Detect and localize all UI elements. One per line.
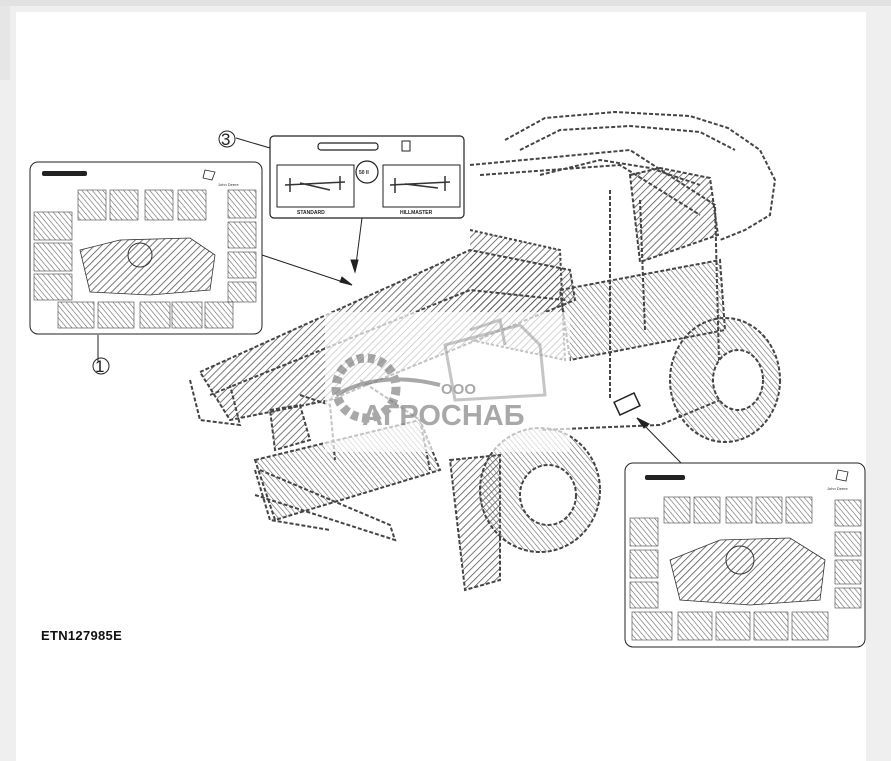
top-bar [0,0,891,6]
callout-3: 3 [218,130,236,149]
decal-top-right-label: HILLMASTER [400,210,433,216]
watermark-prefix: ООО [441,381,476,398]
decal-top-left-label: STANDARD [297,210,325,216]
decal-left-brand: John Deere [218,182,239,187]
decal-right: John Deere [624,462,866,648]
decal-left: John Deere [29,161,263,335]
callout-1-label: 1 [95,357,104,376]
watermark-name: АГРОСНАБ [362,400,525,432]
watermark: ООО АГРОСНАБ [325,312,570,452]
callout-3-label: 3 [221,130,230,149]
decal-right-brand: John Deere [827,486,848,491]
decal-top-badge: 50 II [359,170,369,176]
callout-1: 1 [92,357,110,376]
figure-id: ETN127985E [41,628,123,643]
left-edge [0,6,10,80]
decal-top: 50 II STANDARD HILLMASTER [269,135,465,219]
decal-location-marker [613,392,641,416]
leader-lines [97,137,684,466]
